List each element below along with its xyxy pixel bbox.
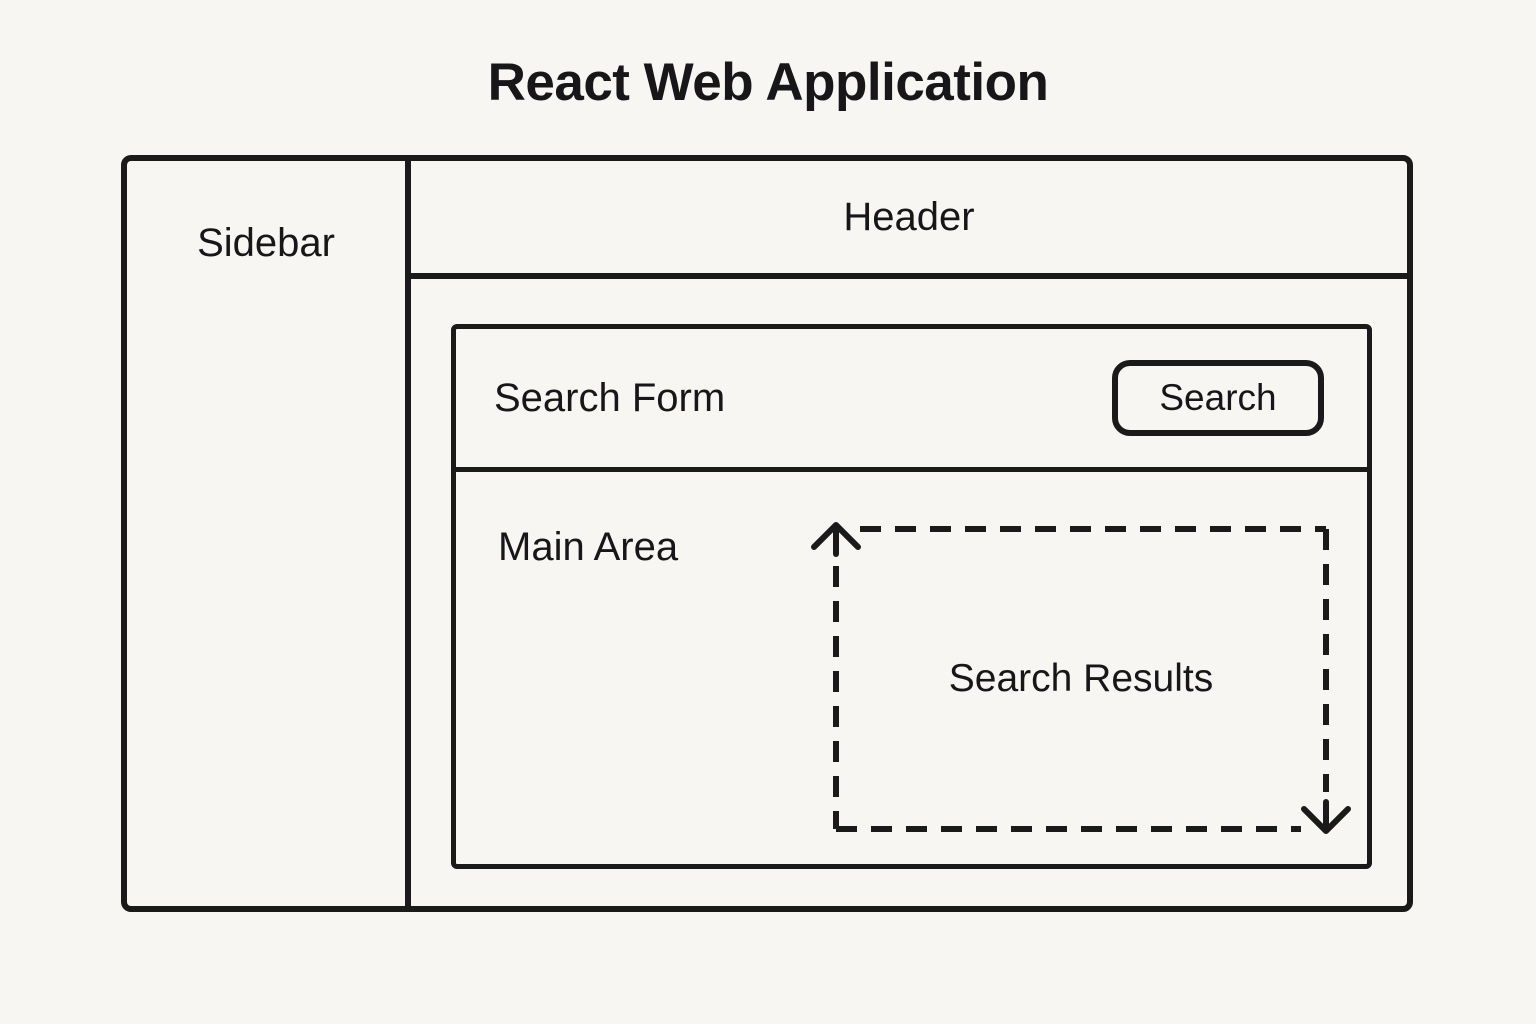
search-results-dashed-box bbox=[811, 522, 1351, 834]
search-results-label: Search Results bbox=[948, 657, 1214, 700]
arrow-up-icon bbox=[811, 522, 861, 557]
search-results-area: Search Results bbox=[836, 529, 1326, 829]
main-area-label: Main Area bbox=[498, 525, 679, 569]
search-form-label: Search Form bbox=[494, 375, 726, 420]
main-column: Header Search Form Search Main Area bbox=[411, 161, 1407, 906]
content-region: Search Form Search Main Area bbox=[411, 279, 1407, 906]
header-label: Header bbox=[843, 194, 975, 239]
header-region: Header bbox=[411, 161, 1407, 279]
arrow-down-icon bbox=[1301, 799, 1351, 834]
search-button[interactable]: Search bbox=[1112, 360, 1324, 436]
sidebar-label: Sidebar bbox=[197, 221, 335, 265]
search-panel: Search Form Search Main Area bbox=[451, 324, 1372, 869]
sidebar-region: Sidebar bbox=[127, 161, 411, 906]
main-area-region: Main Area bbox=[456, 472, 1367, 864]
search-form-region: Search Form Search bbox=[456, 329, 1367, 472]
app-frame: Sidebar Header Search Form Search Main A… bbox=[121, 155, 1413, 912]
diagram-title: React Web Application bbox=[487, 53, 1049, 112]
